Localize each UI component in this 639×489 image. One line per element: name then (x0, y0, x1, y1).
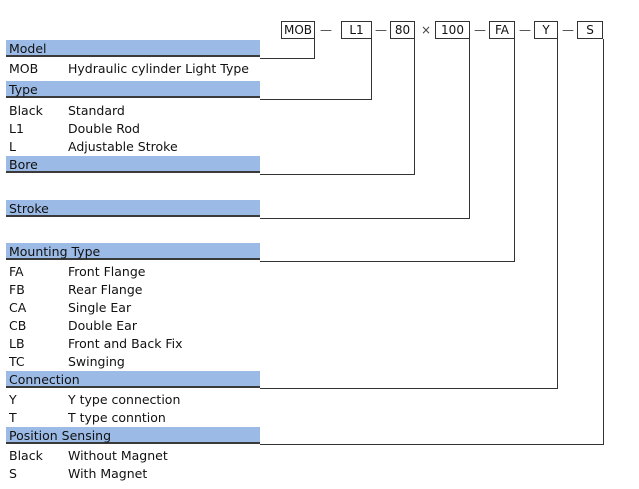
option-code: Black (9, 448, 43, 463)
connector-stroke-h (260, 218, 470, 219)
code-separator: — (562, 23, 574, 37)
code-separator: — (375, 23, 387, 37)
option-code: FA (9, 264, 24, 279)
code-separator: — (519, 23, 531, 37)
option-code: L1 (9, 121, 24, 136)
list-item: CB Double Ear (9, 317, 137, 334)
connector-model (314, 39, 315, 59)
option-desc: Double Ear (68, 318, 137, 333)
list-item: Black Standard (9, 102, 125, 119)
connector-type (371, 39, 372, 100)
code-separator: × (421, 23, 432, 37)
connector-connection-h (260, 388, 558, 389)
code-part-sensing: S (577, 21, 603, 39)
code-separator: — (474, 23, 486, 37)
option-desc: Swinging (68, 354, 125, 369)
option-code: LB (9, 336, 25, 351)
option-code: MOB (9, 61, 39, 76)
code-part-model: MOB (281, 21, 315, 39)
section-sensing-header: Position Sensing (6, 427, 260, 444)
list-item: CA Single Ear (9, 299, 131, 316)
option-desc: Double Rod (68, 121, 140, 136)
connector-stroke (469, 39, 470, 219)
connector-connection (557, 39, 558, 389)
connector-bore (414, 39, 415, 175)
connector-sensing (603, 39, 604, 445)
list-item: FB Rear Flange (9, 281, 142, 298)
code-part-connection: Y (534, 21, 558, 39)
section-bore-header: Bore (6, 156, 260, 173)
section-model-header: Model (6, 40, 260, 57)
option-desc: T type conntion (68, 410, 166, 425)
connector-type-h (260, 99, 372, 100)
list-item: Y Y type connection (9, 391, 180, 408)
option-code: Black (9, 103, 43, 118)
option-desc: Rear Flange (68, 282, 143, 297)
option-code: Y (9, 392, 17, 407)
section-stroke-header: Stroke (6, 200, 260, 217)
list-item: Black Without Magnet (9, 447, 168, 464)
list-item: MOB Hydraulic cylinder Light Type (9, 60, 249, 77)
connector-sensing-h (260, 444, 604, 445)
option-code: CA (9, 300, 27, 315)
option-desc: Standard (68, 103, 125, 118)
list-item: T T type conntion (9, 409, 166, 426)
option-desc: Front Flange (68, 264, 146, 279)
option-desc: Y type connection (68, 392, 181, 407)
code-part-type: L1 (341, 21, 372, 39)
section-mounting-header: Mounting Type (6, 243, 260, 260)
section-type-header: Type (6, 81, 260, 98)
code-separator: — (320, 23, 332, 37)
code-part-mounting: FA (489, 21, 515, 39)
list-item: S With Magnet (9, 465, 147, 482)
code-part-stroke: 100 (435, 21, 470, 39)
list-item: LB Front and Back Fix (9, 335, 183, 352)
option-desc: With Magnet (68, 466, 148, 481)
option-desc: Without Magnet (68, 448, 168, 463)
list-item: L Adjustable Stroke (9, 138, 178, 155)
option-desc: Adjustable Stroke (68, 139, 178, 154)
option-code: S (9, 466, 17, 481)
connector-model-h (260, 58, 315, 59)
list-item: TC Swinging (9, 353, 125, 370)
code-part-bore: 80 (390, 21, 415, 39)
option-code: FB (9, 282, 25, 297)
list-item: FA Front Flange (9, 263, 145, 280)
option-desc: Front and Back Fix (68, 336, 183, 351)
option-desc: Single Ear (68, 300, 132, 315)
connector-bore-h (260, 174, 415, 175)
option-code: TC (9, 354, 25, 369)
connector-mounting-h (260, 261, 515, 262)
option-code: L (9, 139, 16, 154)
option-code: T (9, 410, 17, 425)
list-item: L1 Double Rod (9, 120, 140, 137)
option-code: CB (9, 318, 27, 333)
option-desc: Hydraulic cylinder Light Type (68, 61, 249, 76)
connector-mounting (514, 39, 515, 262)
section-connection-header: Connection (6, 371, 260, 388)
